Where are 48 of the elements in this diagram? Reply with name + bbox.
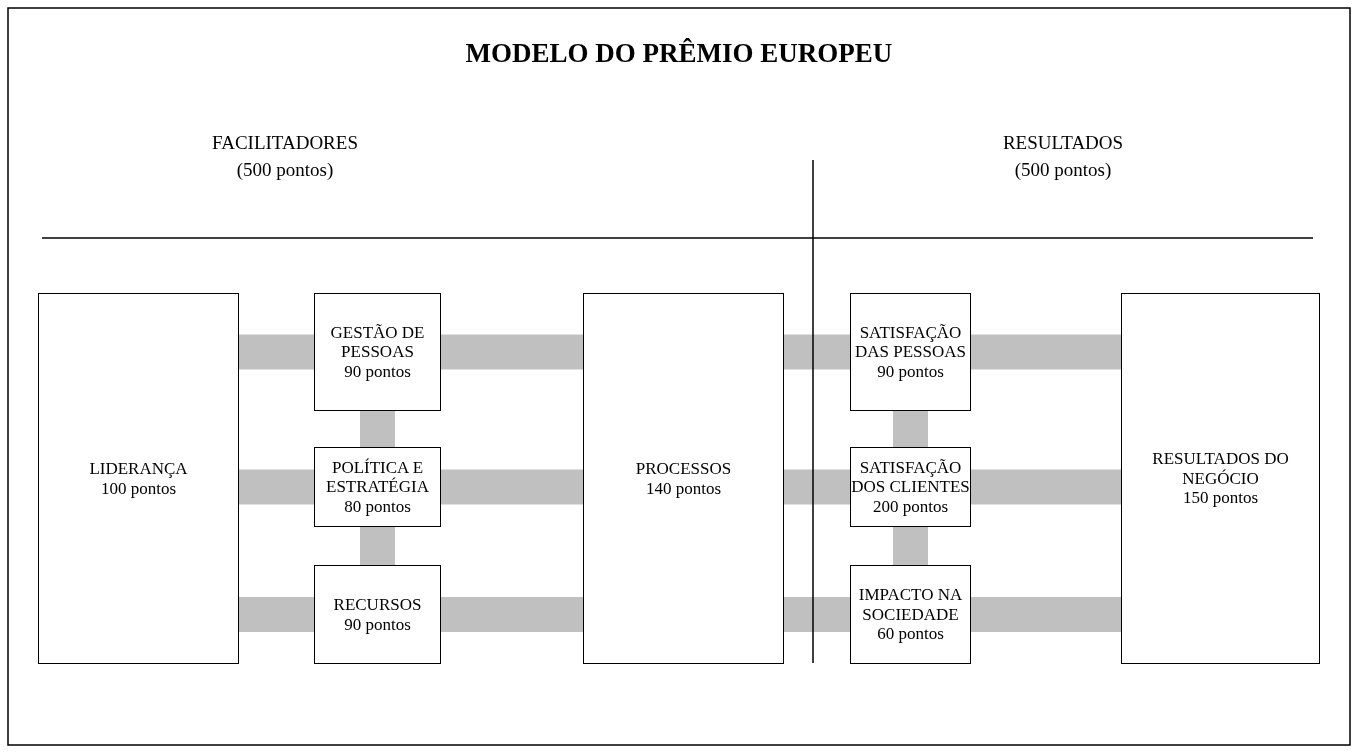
criterion-box bbox=[314, 447, 441, 527]
criterion-name: RECURSOS bbox=[333, 594, 422, 615]
criterion-name: SATISFAÇÃO DAS PESSOAS bbox=[854, 322, 967, 362]
criterion-name: POLÍTICA E ESTRATÉGIA bbox=[325, 457, 430, 497]
points-label: 90 pontos bbox=[877, 361, 944, 382]
section-heading: RESULTADOS bbox=[1001, 132, 1125, 154]
criterion-name: RESULTADOS DO NEGÓCIO bbox=[1151, 449, 1290, 489]
connector-bar bbox=[360, 527, 395, 565]
connector-bar bbox=[239, 597, 314, 632]
points-label: (500 pontos) bbox=[235, 159, 335, 181]
connector-bar bbox=[360, 411, 395, 447]
connector-bar bbox=[239, 334, 314, 370]
title: MODELO DO PRÊMIO EUROPEU bbox=[464, 38, 894, 69]
criterion-box bbox=[850, 565, 971, 664]
connector-bar bbox=[239, 469, 314, 505]
criterion-name: GESTÃO DE PESSOAS bbox=[329, 322, 426, 362]
connector-bar bbox=[441, 597, 583, 632]
points-label: 90 pontos bbox=[344, 614, 411, 635]
connector-bar bbox=[784, 469, 850, 505]
connector-bar bbox=[441, 469, 583, 505]
connector-bar bbox=[784, 334, 850, 370]
points-label: 90 pontos bbox=[344, 361, 411, 382]
connector-bar bbox=[971, 334, 1121, 370]
criterion-name: SATISFAÇÃO DOS CLIENTES bbox=[851, 457, 970, 497]
points-label: 60 pontos bbox=[877, 624, 944, 644]
points-label: 100 pontos bbox=[100, 478, 177, 499]
connector-bar bbox=[893, 527, 928, 565]
points-label: 80 pontos bbox=[344, 496, 411, 517]
points-label: (500 pontos) bbox=[1013, 159, 1113, 181]
points-label: 140 pontos bbox=[645, 478, 722, 499]
criterion-box bbox=[314, 565, 441, 664]
points-label: 150 pontos bbox=[1182, 488, 1259, 508]
connector-bar bbox=[971, 597, 1121, 632]
connector-bar bbox=[441, 334, 583, 370]
criterion-name: LIDERANÇA bbox=[89, 458, 188, 479]
criterion-box bbox=[850, 293, 971, 411]
criterion-name: IMPACTO NA SOCIEDADE bbox=[857, 585, 964, 625]
criterion-box bbox=[314, 293, 441, 411]
points-label: 200 pontos bbox=[872, 496, 949, 517]
section-heading: FACILITADORES bbox=[211, 132, 359, 154]
criterion-box bbox=[583, 293, 784, 664]
connector-bar bbox=[893, 411, 928, 447]
criterion-box bbox=[38, 293, 239, 664]
criterion-box bbox=[1121, 293, 1320, 664]
criterion-name: PROCESSOS bbox=[635, 458, 732, 479]
connector-bar bbox=[971, 469, 1121, 505]
criterion-box bbox=[850, 447, 971, 527]
connector-bar bbox=[784, 597, 850, 632]
